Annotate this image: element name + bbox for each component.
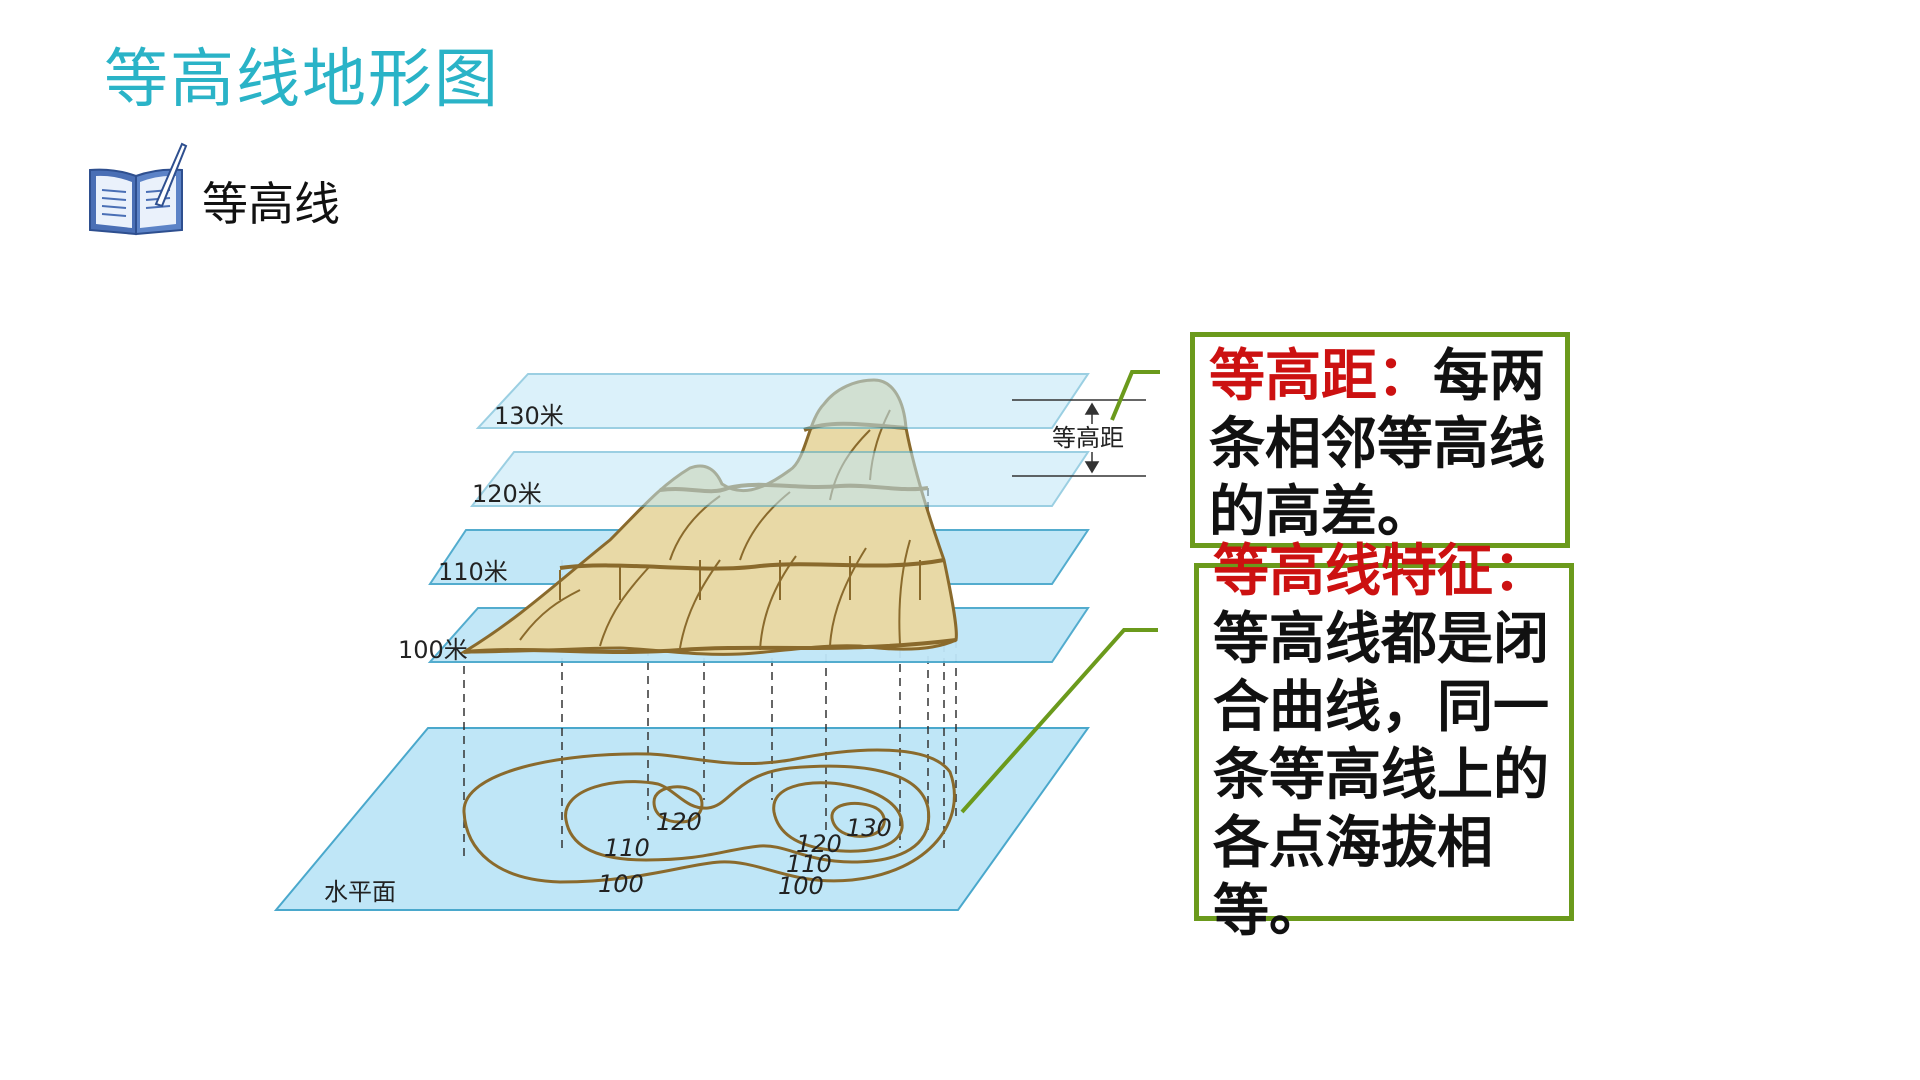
contour-interval-title: 等高距： xyxy=(1209,344,1433,409)
contour-label-110-left: 110 xyxy=(604,834,650,862)
contour-label-120-left: 120 xyxy=(656,808,702,836)
section-label: 等高线 xyxy=(202,177,340,231)
contour-label-100-left: 100 xyxy=(598,870,644,898)
plane-label-130: 130米 xyxy=(494,402,564,430)
contour-features-text: 等高线都是闭合曲线，同一条等高线上的各点海拔相等。 xyxy=(1213,607,1549,944)
plane-label-100: 100米 xyxy=(398,636,468,664)
contour-features-title: 等高线特征： xyxy=(1213,539,1549,604)
plane-label-120: 120米 xyxy=(472,480,542,508)
plane-label-110: 110米 xyxy=(438,558,508,586)
contour-interval-callout: 等高距：每两条相邻等高线的高差。 xyxy=(1190,332,1570,548)
altitude-plane-120 xyxy=(469,451,1090,507)
contour-features-callout: 等高线特征： 等高线都是闭合曲线，同一条等高线上的各点海拔相等。 xyxy=(1194,539,1574,944)
base-plane-label: 水平面 xyxy=(324,878,396,906)
contour-label-100-right: 100 xyxy=(778,872,824,900)
contour-label-130: 130 xyxy=(846,814,892,842)
contour-130 xyxy=(830,801,886,838)
contour-100 xyxy=(462,748,956,884)
callout-leaders xyxy=(960,370,1160,814)
book-icon xyxy=(86,140,190,236)
contour-label-110-right: 110 xyxy=(786,850,832,878)
contour-110 xyxy=(564,764,931,864)
contour-interval-text: 每两条相邻等高线的高差。 xyxy=(1209,344,1545,545)
slide-title: 等高线地形图 xyxy=(104,43,500,117)
contour-interval-marker xyxy=(1012,399,1146,477)
interval-label: 等高距 xyxy=(1052,424,1124,452)
contour-120-right xyxy=(772,781,904,853)
contour-label-120-right: 120 xyxy=(796,830,842,858)
altitude-plane-130 xyxy=(475,373,1090,429)
contour-120-left xyxy=(652,785,704,824)
contour-lines xyxy=(462,748,956,884)
